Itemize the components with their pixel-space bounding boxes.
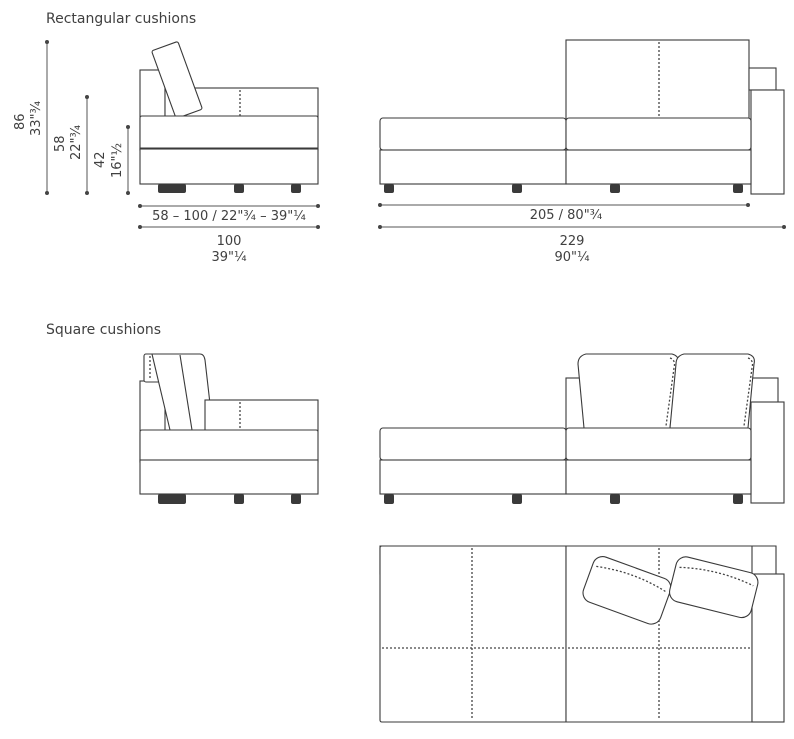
title-rectangular-cushions: Rectangular cushions — [46, 11, 196, 27]
back-cushion-tilted — [151, 41, 203, 119]
total-width-cm-label: 229 — [560, 234, 585, 249]
seat-width-label: 205 / 80"¾ — [530, 208, 603, 223]
back-cushion-left — [577, 353, 679, 429]
title-square-cushions: Square cushions — [46, 322, 161, 338]
side-view-square — [139, 353, 319, 504]
front-view-square — [379, 353, 785, 504]
total-width-in-label: 90"¼ — [554, 250, 590, 265]
height-back-in-label: 22"¾ — [69, 124, 84, 160]
height-total-cm-label: 86 — [13, 113, 28, 130]
top-view — [379, 545, 785, 723]
front-view-rectangular — [379, 39, 785, 195]
depth-range-label: 58 – 100 / 22"¾ – 39"¼ — [152, 209, 306, 224]
side-view-rectangular — [139, 41, 319, 193]
height-dimension-lines — [45, 40, 130, 195]
width-dimension-lines — [378, 203, 786, 229]
back-cushion-right — [669, 353, 755, 429]
plan-cushion-left — [582, 556, 672, 625]
plan-cushion-right — [668, 556, 759, 619]
depth-in-label: 39"¼ — [211, 250, 247, 265]
height-seat-in-label: 16"½ — [110, 143, 125, 178]
height-back-cm-label: 58 — [53, 135, 68, 152]
height-total-in-label: 33"¾ — [29, 100, 44, 136]
depth-dimension-lines — [138, 204, 320, 229]
depth-cm-label: 100 — [217, 234, 242, 249]
height-seat-cm-label: 42 — [93, 151, 108, 168]
